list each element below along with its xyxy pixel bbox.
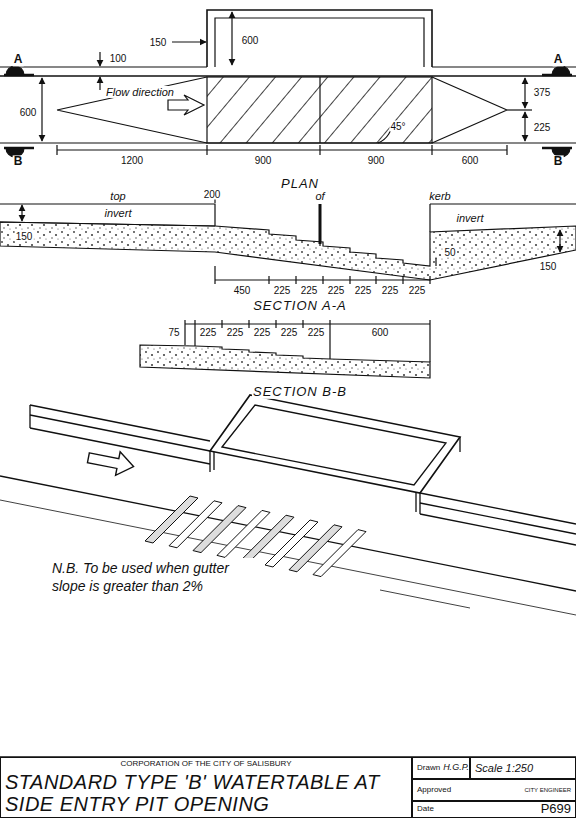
view-title: SECTION A-A (252, 299, 348, 313)
dimension: 100 (109, 53, 128, 64)
title-block-text: Drawn (417, 764, 440, 773)
note: kerb (428, 190, 451, 202)
dimension: 375 (533, 87, 552, 98)
step-stroke (145, 496, 198, 543)
section-mark: B (13, 155, 24, 168)
dimension: 225 (199, 327, 218, 338)
title-cell: CORPORATION OF THE CITY OF SALISBURY STAN… (0, 757, 412, 818)
dimension: 150 (149, 37, 168, 48)
section-b-b (140, 320, 430, 378)
dimension: 225 (354, 285, 373, 296)
approved-cell: Approved CITY ENGINEER (412, 779, 576, 801)
step-stroke (169, 501, 222, 548)
isometric-view (0, 395, 576, 615)
section-a-a (0, 190, 576, 284)
date-cell: Date P699 (412, 801, 576, 818)
dimension: 225 (408, 285, 427, 296)
dimension: 50 (443, 247, 456, 258)
drawn-cell: DrawnH.G.P. (412, 757, 470, 779)
angle: 45° (389, 121, 406, 132)
step-stroke (289, 525, 342, 572)
dimension: 900 (254, 155, 273, 166)
title-block-text: CORPORATION OF THE CITY OF SALISBURY (121, 760, 292, 769)
note: of (314, 190, 325, 202)
dimension: 600 (371, 327, 390, 338)
dimension: 600 (19, 107, 38, 118)
note: invert (104, 207, 133, 219)
title-block-text: Date (417, 805, 434, 814)
dimension: 450 (233, 285, 252, 296)
section-mark: A (13, 53, 24, 66)
dimension: 225 (381, 285, 400, 296)
drawing-title: STANDARD TYPE 'B' WATERTABLE AT SIDE ENT… (5, 771, 407, 815)
scale-cell: Scale 1:250 (470, 757, 576, 779)
dimension: 600 (461, 155, 480, 166)
plan-view (0, 10, 576, 157)
section-mark: A (553, 53, 564, 66)
step-stroke (313, 530, 366, 577)
dimension: 600 (241, 35, 260, 46)
dimension: 150 (539, 261, 558, 272)
dimension: 225 (327, 285, 346, 296)
title-block-text: Approved (417, 786, 451, 795)
dimension: 900 (367, 155, 386, 166)
dimension: 75 (167, 327, 180, 338)
dimension: 150 (15, 231, 34, 242)
title-block-text: CITY ENGINEER (524, 787, 571, 794)
step-stroke (217, 510, 270, 557)
dimension: 225 (300, 285, 319, 296)
dimension: 225 (533, 122, 552, 133)
note: top (109, 190, 126, 202)
step-stroke (193, 506, 246, 553)
dimension: 225 (273, 285, 292, 296)
section-mark: B (553, 155, 564, 168)
view-title: SECTION B-B (252, 385, 348, 399)
title-block-text: Scale 1:250 (475, 762, 533, 774)
dimension: 225 (280, 327, 299, 338)
dimension: 225 (307, 327, 326, 338)
title-block-text: P699 (541, 802, 571, 816)
dimension: 1200 (120, 155, 144, 166)
dimension: 225 (226, 327, 245, 338)
step-stroke (241, 515, 294, 562)
note: invert (456, 212, 485, 224)
step-stroke (265, 520, 318, 567)
note: N.B. To be used when gutter slope is gre… (50, 558, 264, 597)
flow-label: Flow direction (105, 86, 175, 98)
dimension: 225 (253, 327, 272, 338)
title-block-text: H.G.P. (443, 763, 469, 773)
dimension: 200 (203, 189, 222, 200)
